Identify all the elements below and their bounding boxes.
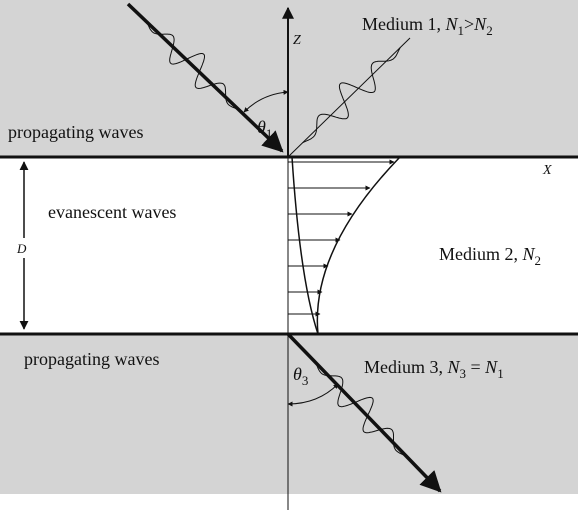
thickness-label: D (16, 241, 27, 256)
medium-3-region (0, 334, 578, 494)
transmitted-beam-arrow (286, 332, 442, 493)
z-axis-label: Z (293, 33, 301, 48)
transmitted-wave-packet (314, 362, 407, 457)
evanescent-envelope-curve (316, 156, 401, 335)
theta3-angle-arc (287, 383, 339, 407)
medium-3-label: Medium 3, N3 = N1 (364, 357, 504, 381)
reflected-beam-line (287, 37, 411, 158)
reflected-wave-packet (302, 47, 401, 144)
thickness-label-bg (14, 238, 34, 258)
theta1-angle-arc (243, 89, 289, 113)
medium-2-label: Medium 2, N2 (439, 244, 541, 268)
evanescent-waves-label: evanescent waves (48, 202, 176, 222)
incident-wave-packet (146, 21, 240, 111)
incident-beam-arrow (126, 2, 284, 153)
evanescent-field-arrows (288, 159, 395, 317)
medium-1-label: Medium 1, N1>N2 (362, 14, 493, 38)
propagating-waves-bottom-label: propagating waves (24, 349, 159, 369)
x-axis-label: X (542, 163, 552, 178)
theta3-label: θ3 (293, 364, 308, 388)
evanescent-inner-curve (291, 156, 319, 335)
propagating-waves-top-label: propagating waves (8, 122, 143, 142)
theta1-label: θ1 (257, 117, 272, 141)
